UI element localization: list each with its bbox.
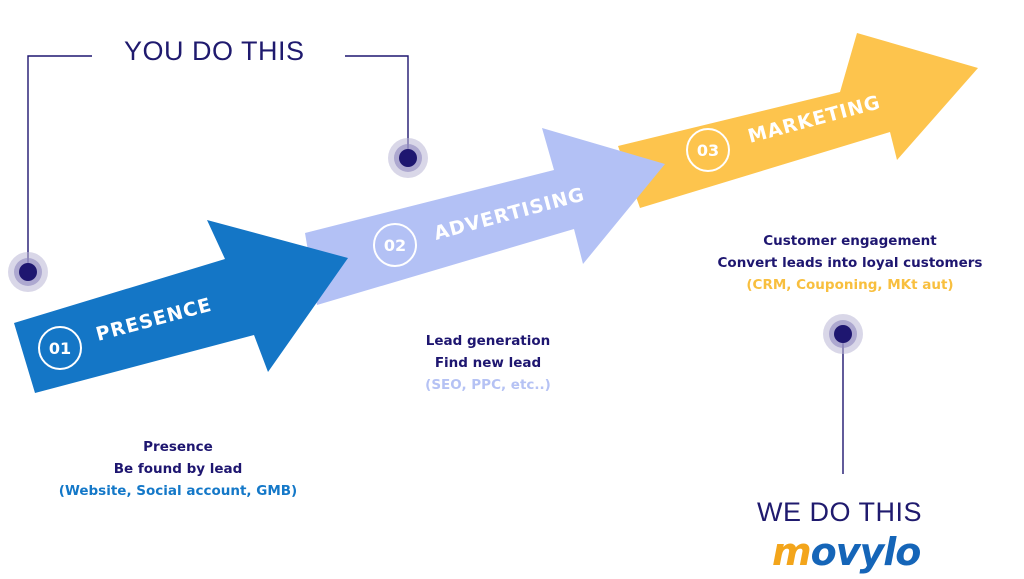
dot-right	[823, 314, 863, 354]
you-do-bracket-right	[345, 55, 409, 158]
step-1-line-1: Presence	[143, 439, 213, 455]
step-1-circle	[38, 326, 82, 370]
movylo-logo: movylo	[772, 530, 922, 574]
step-1-line-2: Be found by lead	[113, 461, 243, 477]
step-2-circle	[373, 223, 417, 267]
logo-text: ovylo	[810, 530, 922, 574]
step-1-note: (Website, Social account, GMB)	[58, 483, 298, 499]
step-2-note: (SEO, PPC, etc..)	[425, 377, 551, 393]
step-1-description: Presence Be found by lead (Website, Soci…	[0, 436, 356, 502]
dot-middle	[388, 138, 428, 178]
step-1-number: 01	[49, 339, 71, 358]
step-3-line-1: Customer engagement	[763, 233, 937, 249]
arrow-advertising	[305, 128, 665, 305]
arrow-presence	[14, 220, 348, 393]
dot-left	[8, 252, 48, 292]
step-3-note: (CRM, Couponing, MKt aut)	[746, 277, 954, 293]
step-3-circle	[686, 128, 730, 172]
step-3-line-2: Convert leads into loyal customers	[717, 255, 983, 271]
you-do-bracket-left	[27, 55, 92, 272]
step-2-line-1: Lead generation	[425, 333, 551, 349]
we-do-this-heading: WE DO THIS	[757, 497, 923, 527]
step-3-description: Customer engagement Convert leads into l…	[690, 230, 1010, 296]
you-do-this-heading: YOU DO THIS	[124, 36, 305, 66]
step-2-number: 02	[384, 236, 406, 255]
step-3-number: 03	[697, 141, 719, 160]
step-2-description: Lead generation Find new lead (SEO, PPC,…	[388, 330, 588, 396]
arrow-marketing	[618, 33, 978, 208]
logo-mark: m	[772, 530, 812, 574]
step-2-line-2: Find new lead	[434, 355, 542, 371]
